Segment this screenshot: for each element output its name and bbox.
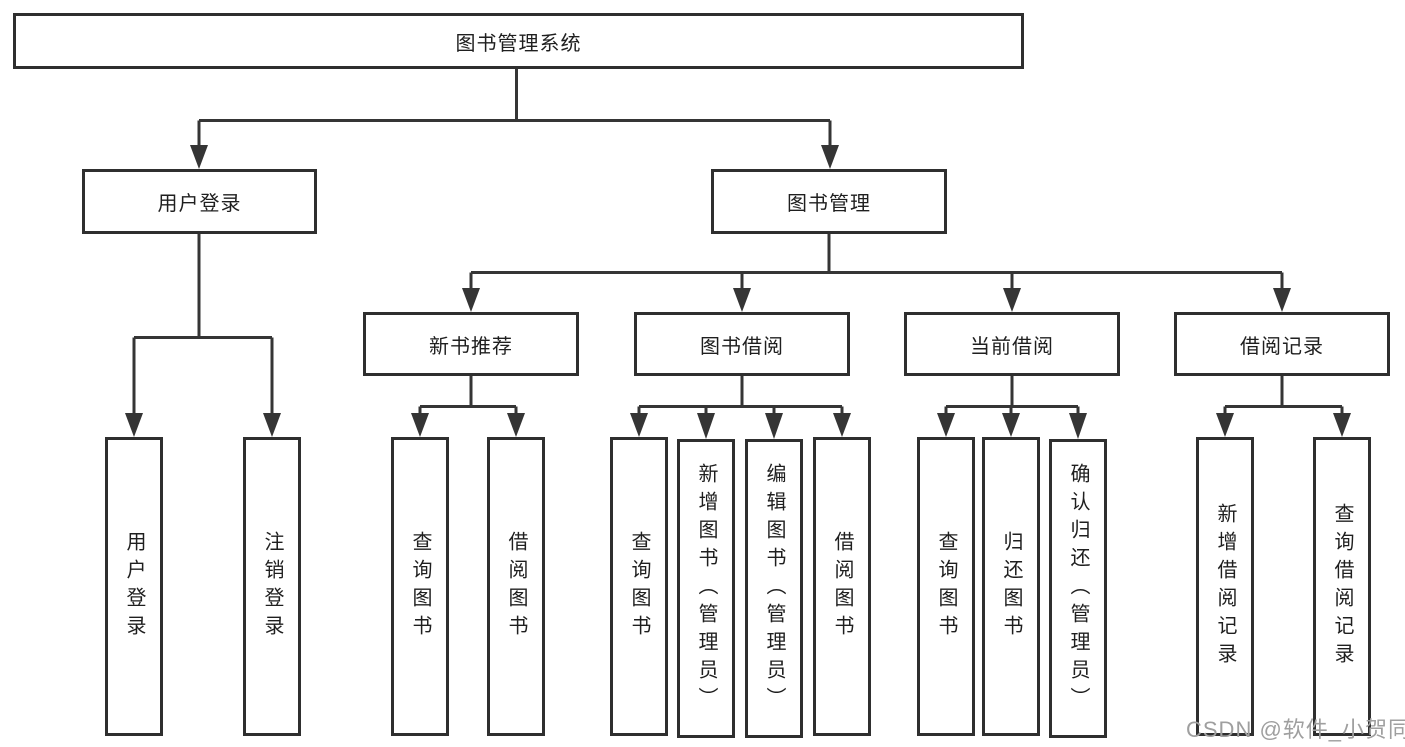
connector-line (469, 234, 1284, 290)
arrowhead-down-icon (190, 145, 208, 169)
arrowhead-down-icon (630, 413, 648, 437)
arrowhead-down-icon (937, 413, 955, 437)
leaf-add-borrow-record: 新增借阅记录 (1196, 437, 1254, 736)
leaf-user-login: 用户登录 (105, 437, 163, 736)
node-root-library-management-system: 图书管理系统 (13, 13, 1024, 69)
connector-line (418, 376, 518, 414)
connector-line (944, 376, 1080, 414)
arrowhead-down-icon (1069, 413, 1087, 439)
connector-book-management-to-level3 (462, 234, 1291, 312)
leaf-query-books-current: 查询图书 (917, 437, 975, 736)
node-book-management: 图书管理 (711, 169, 947, 234)
arrowhead-down-icon (1273, 288, 1291, 312)
arrowhead-down-icon (697, 413, 715, 439)
node-user-login: 用户登录 (82, 169, 317, 234)
arrowhead-down-icon (733, 288, 751, 312)
connector-user-login-to-leaves (125, 234, 281, 437)
leaf-borrow-books-borrow: 借阅图书 (813, 437, 871, 736)
arrowhead-down-icon (833, 413, 851, 437)
arrowhead-down-icon (1216, 413, 1234, 437)
leaf-query-books-borrow: 查询图书 (610, 437, 668, 736)
arrowhead-down-icon (125, 413, 143, 437)
connector-current-borrow-to-leaves (937, 376, 1087, 439)
arrowhead-down-icon (462, 288, 480, 312)
node-new-book-recommend: 新书推荐 (363, 312, 579, 376)
leaf-logout: 注销登录 (243, 437, 301, 736)
connector-new-book-recommend-to-leaves (411, 376, 525, 437)
arrowhead-down-icon (411, 413, 429, 437)
node-borrow-records: 借阅记录 (1174, 312, 1390, 376)
arrowhead-down-icon (263, 413, 281, 437)
connector-borrow-records-to-leaves (1216, 376, 1351, 437)
connector-book-borrow-to-leaves (630, 376, 851, 439)
leaf-query-books-recommend: 查询图书 (391, 437, 449, 736)
node-book-borrow: 图书借阅 (634, 312, 850, 376)
connector-line (637, 376, 844, 414)
leaf-edit-book-admin: 编辑图书（管理员） (745, 439, 803, 738)
leaf-add-book-admin: 新增图书（管理员） (677, 439, 735, 738)
leaf-borrow-books-recommend: 借阅图书 (487, 437, 545, 736)
connector-line (132, 234, 274, 414)
arrowhead-down-icon (507, 413, 525, 437)
arrowhead-down-icon (821, 145, 839, 169)
connector-root-to-level2 (190, 69, 839, 169)
leaf-confirm-return-admin: 确认归还（管理员） (1049, 439, 1107, 738)
leaf-return-book: 归还图书 (982, 437, 1040, 736)
leaf-query-borrow-record: 查询借阅记录 (1313, 437, 1371, 736)
arrowhead-down-icon (1003, 288, 1021, 312)
csdn-watermark: CSDN @软件_小贺同学 (1186, 717, 1405, 742)
connector-line (197, 69, 832, 146)
arrowhead-down-icon (1333, 413, 1351, 437)
arrowhead-down-icon (1002, 413, 1020, 437)
node-current-borrow: 当前借阅 (904, 312, 1120, 376)
connector-line (1223, 376, 1344, 414)
arrowhead-down-icon (765, 413, 783, 439)
